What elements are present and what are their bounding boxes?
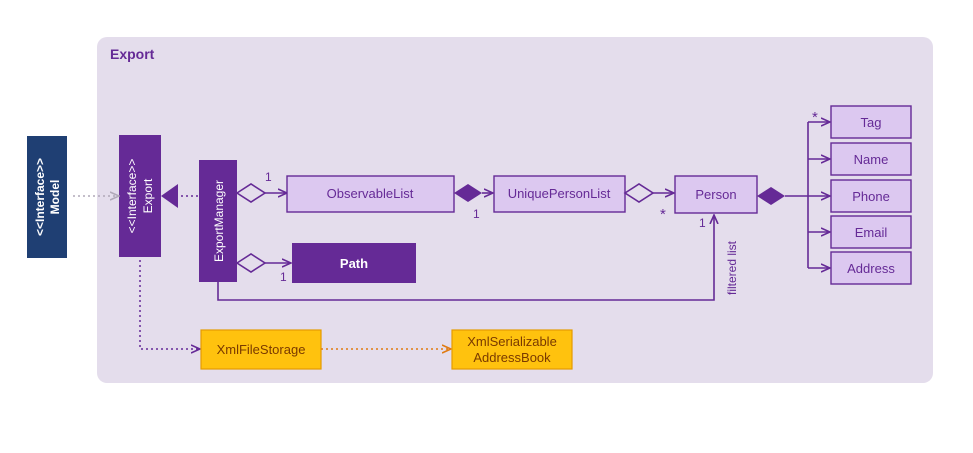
xml-file-storage-class: XmlFileStorage	[200, 329, 322, 370]
mult-unique-person: *	[660, 206, 666, 223]
export-manager-label: ExportManager	[212, 180, 226, 262]
path-label: Path	[340, 256, 368, 271]
mult-observable-unique: 1	[473, 207, 480, 221]
xml-serializable-label-line1: XmlSerializable	[467, 334, 557, 349]
model-interface-stereotype: <<Interface>>	[33, 158, 47, 236]
unique-person-list-label: UniquePersonList	[508, 186, 611, 201]
xml-serializable-addressbook-class: XmlSerializable AddressBook	[451, 329, 573, 370]
xml-file-storage-label: XmlFileStorage	[217, 342, 306, 357]
attribute-tag-label: Tag	[861, 115, 882, 130]
mult-person-filtered: 1	[699, 216, 706, 230]
attribute-phone: Phone	[830, 179, 912, 213]
filtered-list-label: filtered list	[725, 240, 739, 295]
package-title: Export	[110, 46, 155, 62]
path-class: Path	[292, 243, 416, 283]
mult-manager-path: 1	[280, 270, 287, 284]
unique-person-aggregation	[623, 183, 673, 203]
export-interface-stereotype: <<Interface>>	[125, 159, 139, 234]
manager-observable-aggregation	[235, 183, 286, 203]
model-interface-name: Model	[48, 180, 62, 215]
unique-person-list-class: UniquePersonList	[493, 175, 626, 213]
model-interface: <<Interface>> Model	[27, 136, 67, 258]
attribute-address: Address	[830, 251, 912, 285]
observable-unique-composition	[454, 184, 492, 202]
observable-list-label: ObservableList	[327, 186, 414, 201]
person-label: Person	[695, 187, 736, 202]
attribute-email-label: Email	[855, 225, 888, 240]
attribute-address-label: Address	[847, 261, 895, 276]
person-class: Person	[674, 175, 758, 214]
observable-list-class: ObservableList	[286, 175, 455, 213]
attribute-phone-label: Phone	[852, 189, 890, 204]
attribute-tag: Tag	[830, 105, 912, 139]
export-manager-class: ExportManager	[199, 160, 237, 282]
export-interface-name: Export	[141, 178, 155, 213]
export-interface: <<Interface>> Export	[119, 135, 161, 257]
attribute-name-label: Name	[854, 152, 889, 167]
attribute-name: Name	[830, 142, 912, 176]
mult-manager-observable: 1	[265, 170, 272, 184]
attribute-email: Email	[830, 215, 912, 249]
mult-person-tag: *	[812, 109, 818, 126]
xml-serializable-label-line2: AddressBook	[473, 350, 551, 365]
manager-path-aggregation	[235, 253, 290, 273]
person-attributes-composition	[757, 122, 829, 268]
filtered-list-association	[217, 216, 714, 301]
realization-triangle	[161, 184, 178, 208]
